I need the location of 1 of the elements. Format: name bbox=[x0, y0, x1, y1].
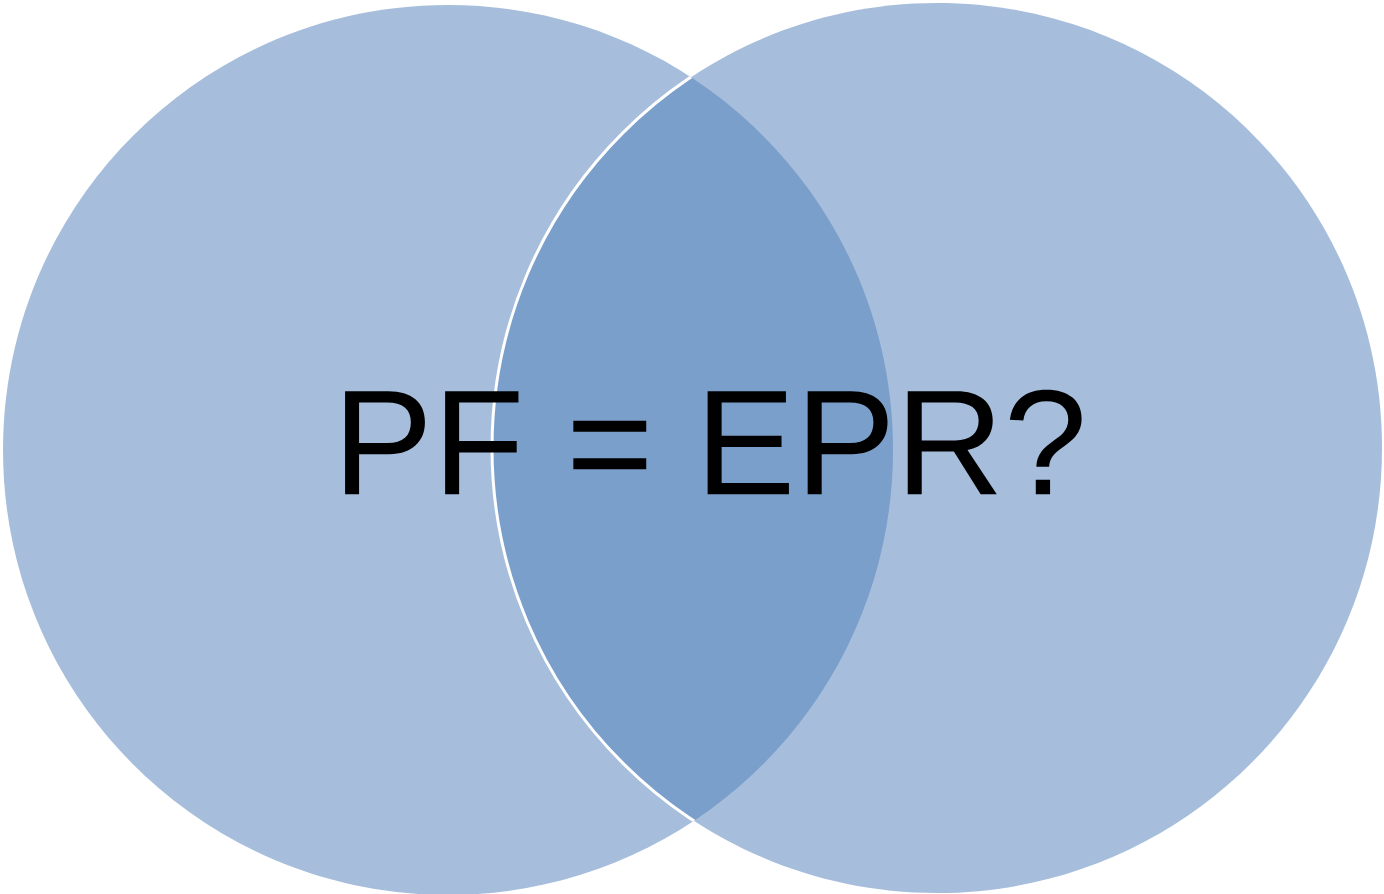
center-text: PF = EPR? bbox=[345, 389, 1082, 495]
